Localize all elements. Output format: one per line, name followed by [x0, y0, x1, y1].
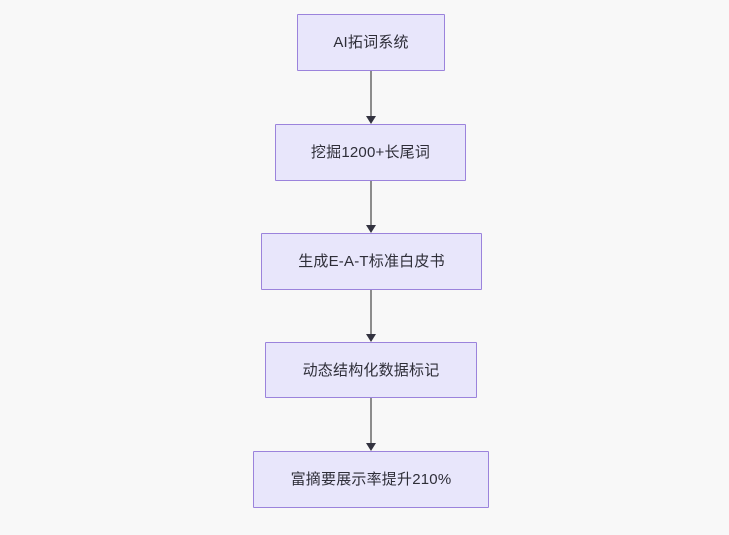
flowchart-node-n5[interactable]: 富摘要展示率提升210%	[253, 451, 489, 508]
flowchart-node-label: 生成E-A-T标准白皮书	[298, 253, 445, 270]
edge-line	[370, 181, 372, 225]
edge-arrowhead-icon	[366, 225, 376, 233]
flowchart-node-n3[interactable]: 生成E-A-T标准白皮书	[261, 233, 482, 290]
flowchart-node-label: 动态结构化数据标记	[302, 361, 440, 379]
edge-arrowhead-icon	[366, 116, 376, 124]
flowchart-node-label: 富摘要展示率提升210%	[290, 471, 452, 488]
edge-line	[370, 290, 372, 334]
edge-line	[370, 71, 372, 116]
flowchart-node-label: 挖掘1200+长尾词	[310, 144, 431, 161]
edge-arrowhead-icon	[366, 334, 376, 342]
flowchart-edge-n1-n2	[361, 71, 381, 124]
flowchart-node-n2[interactable]: 挖掘1200+长尾词	[275, 124, 466, 181]
flowchart-node-n1[interactable]: AI拓词系统	[297, 14, 445, 71]
flowchart-node-label: AI拓词系统	[333, 34, 409, 51]
flowchart-edge-n4-n5	[361, 398, 381, 451]
flowchart-node-n4[interactable]: 动态结构化数据标记	[265, 342, 477, 398]
edge-line	[370, 398, 372, 443]
flowchart-edge-n3-n4	[361, 290, 381, 342]
edge-arrowhead-icon	[366, 443, 376, 451]
flowchart-edge-n2-n3	[361, 181, 381, 233]
